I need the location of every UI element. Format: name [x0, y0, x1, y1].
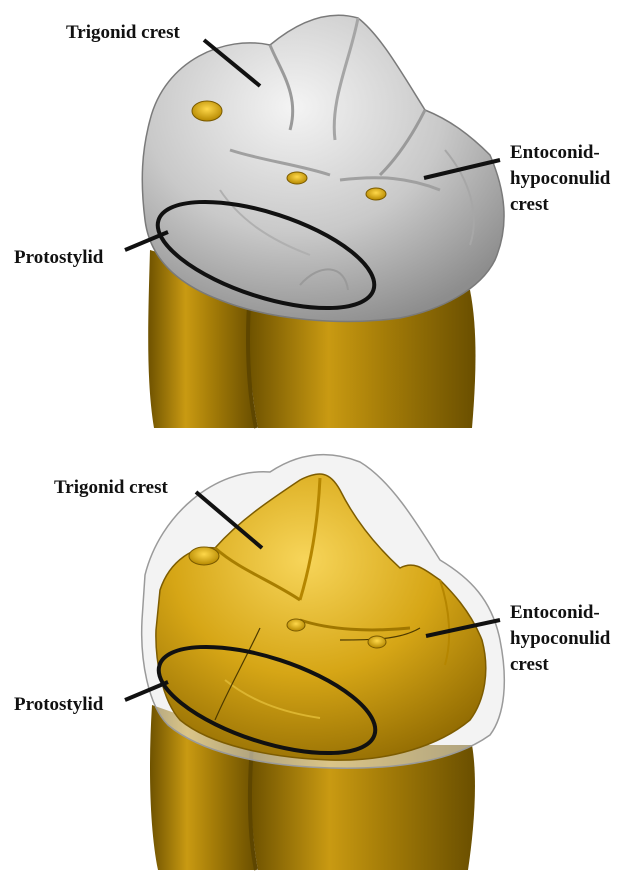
protostylid-label: Protostylid [14, 247, 104, 268]
entoconid-crest-label-line3: crest [510, 654, 549, 675]
entoconid-crest-label-line2: hypoconulid [510, 628, 611, 649]
trigonid-crest-label: Trigonid crest [54, 477, 168, 498]
panel-top: Trigonid crest Entoconid- hypoconulid cr… [14, 15, 611, 428]
entoconid-crest-label-line2: hypoconulid [510, 168, 611, 189]
entoconid-crest-label-line1: Entoconid- [510, 602, 600, 623]
enamel-crown [142, 15, 504, 321]
panel-bottom: Trigonid crest Entoconid- hypoconulid cr… [14, 455, 611, 870]
trigonid-crest-label: Trigonid crest [66, 22, 180, 43]
protostylid-label: Protostylid [14, 694, 104, 715]
entoconid-crest-label-line3: crest [510, 194, 549, 215]
entoconid-crest-label-line1: Entoconid- [510, 142, 600, 163]
